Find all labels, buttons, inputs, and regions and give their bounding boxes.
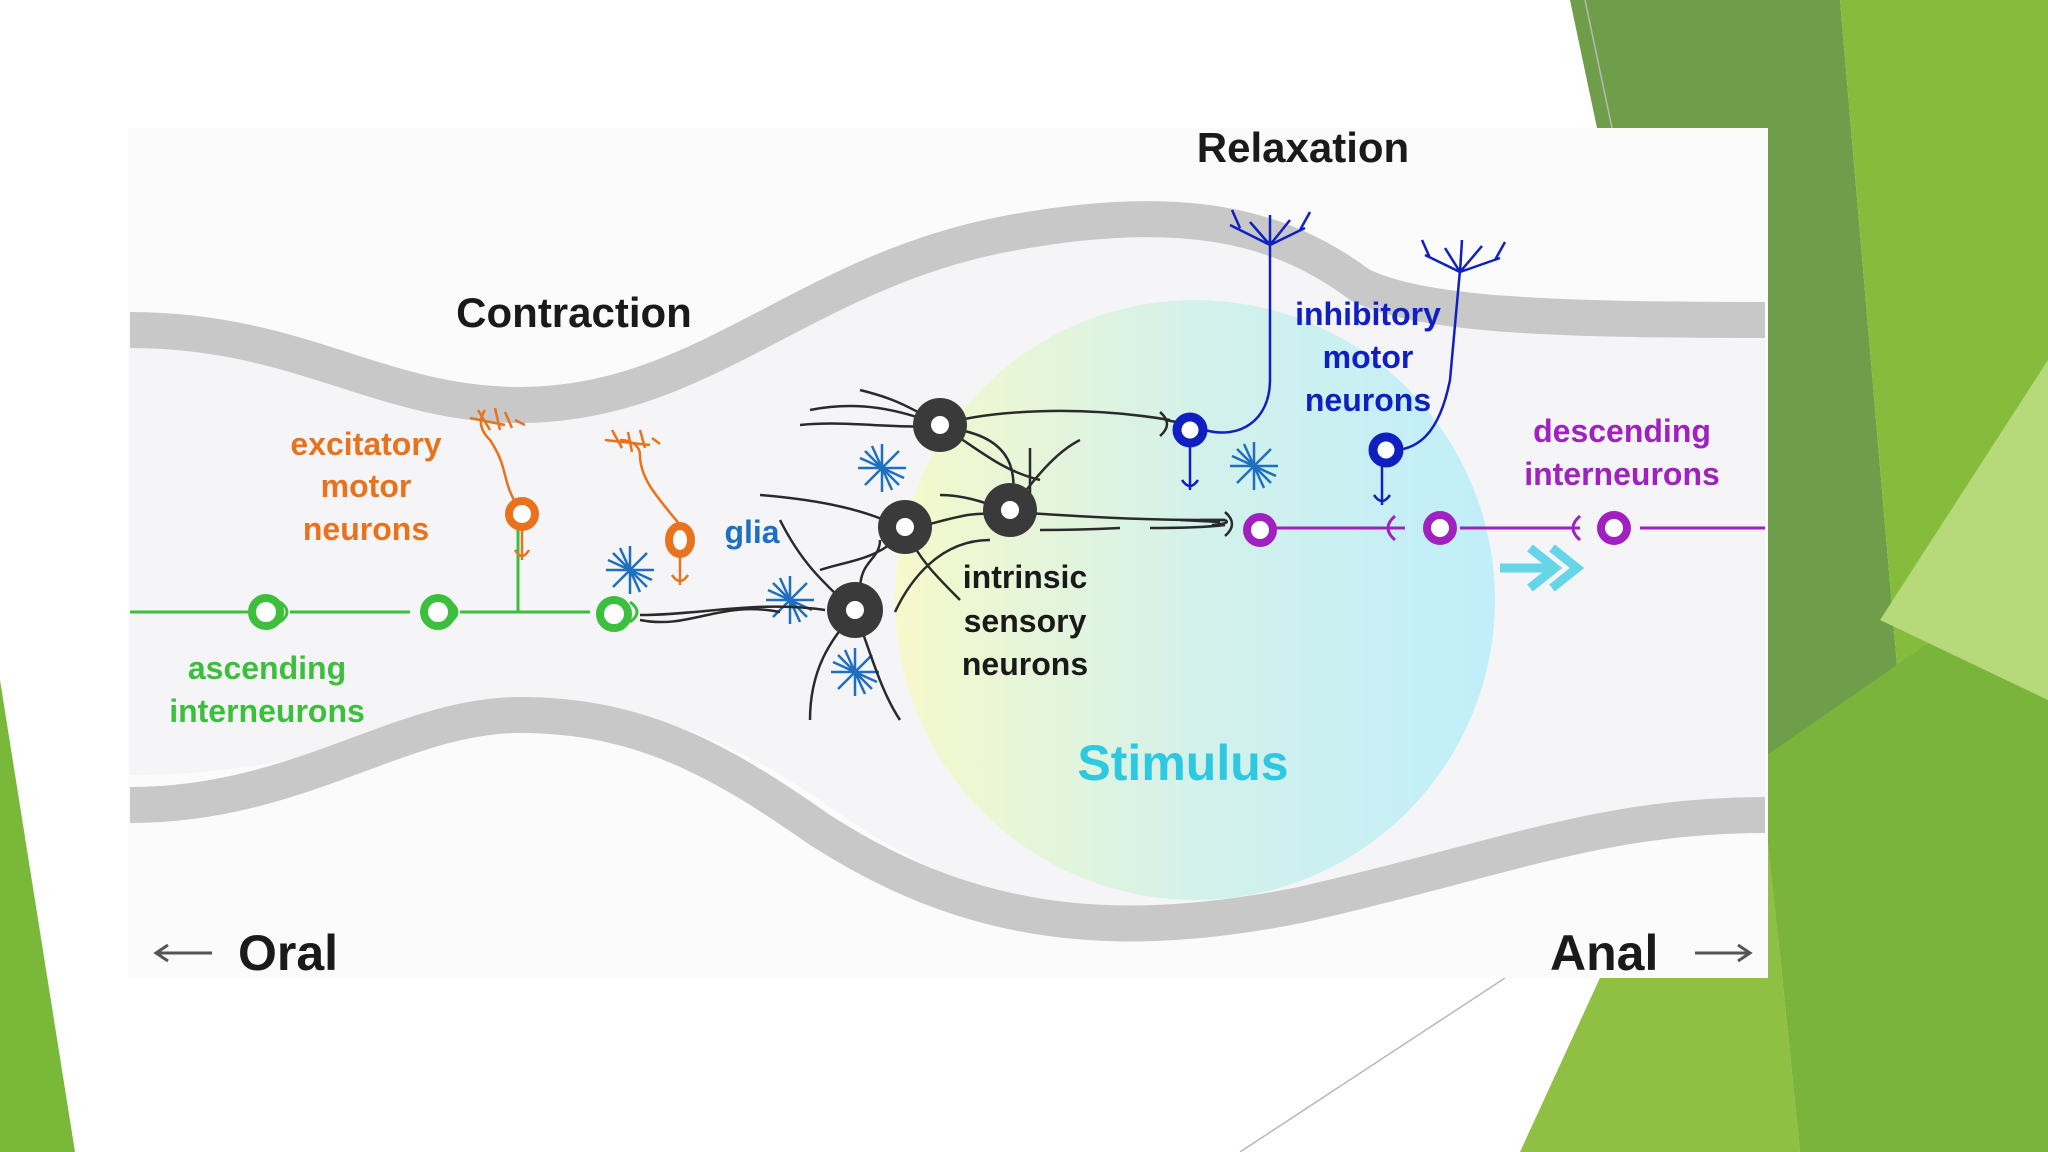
inhibitory-neuron-cells [1172,412,1404,468]
excitatory-neuron [505,497,539,531]
inhibitory-neuron [1172,412,1208,448]
glia-label: glia [724,514,779,550]
stimulus-label: Stimulus [1077,735,1288,791]
thin-line-2 [1584,0,1613,129]
glia-cells [606,442,1278,696]
intrinsic-label-line1: intrinsic [963,559,1087,595]
ascending-neuron [248,594,284,630]
ascending-neuron-cells [248,594,632,632]
excitatory-motor-neurons [469,407,690,585]
anal-arrow [1695,943,1753,963]
glia-cell [1230,442,1278,490]
oral-label: Oral [238,925,338,981]
stimulus-zone [895,300,1495,900]
anal-label: Anal [1550,925,1658,981]
intrinsic-label-line2: sensory [964,603,1087,639]
descending-neuron-cells [1243,511,1631,547]
descending-label-line2: interneurons [1524,456,1720,492]
excitatory-neuron [665,522,695,558]
glia-cell [766,576,814,624]
sensory-neuron-cells [827,398,1037,638]
inhibitory-label-line3: neurons [1305,382,1431,418]
thin-line [1239,977,1506,1152]
gut-wall-lower [129,696,1766,942]
intrinsic-label-line3: neurons [962,646,1088,682]
gut-wall-upper [129,201,1766,424]
relaxation-label: Relaxation [1197,124,1409,171]
descending-neuron [1597,511,1631,545]
excitatory-label-line3: neurons [303,511,429,547]
glia-cell [606,546,654,594]
inhibitory-label-line2: motor [1323,339,1414,375]
ascending-label-line2: interneurons [169,693,365,729]
contraction-label: Contraction [456,289,692,336]
excitatory-label-line1: excitatory [290,426,441,462]
descending-label-line1: descending [1533,413,1711,449]
direction-chevrons [1500,544,1585,592]
green-shape-right-accent [1880,360,2048,700]
green-shape-left [0,680,75,1152]
inhibitory-neuron [1368,432,1404,468]
excitatory-label-line2: motor [321,468,412,504]
green-shape-right-bottom [1760,560,2048,1152]
excitatory-neuron-cells [505,497,695,558]
descending-neuron [1423,511,1457,545]
descending-interneurons [1275,514,1765,542]
descending-neuron [1243,513,1277,547]
oral-arrow [153,943,212,963]
inhibitory-label-line1: inhibitory [1295,296,1441,332]
ascending-label-line1: ascending [188,650,346,686]
glia-cell [858,444,906,492]
glia-cell [831,648,879,696]
ascending-neuron [420,594,456,630]
ascending-neuron [596,596,632,632]
